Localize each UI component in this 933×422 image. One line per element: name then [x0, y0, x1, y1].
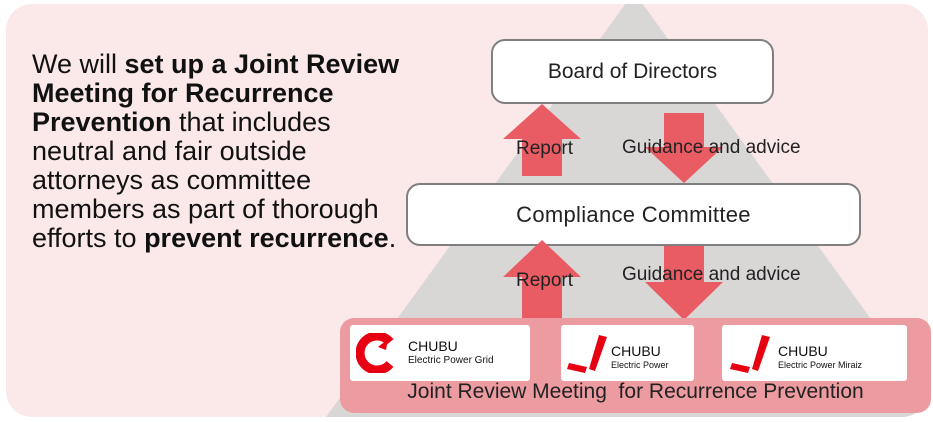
board-of-directors-label: Board of Directors [547, 59, 718, 83]
guidance-label: Guidance and advice [622, 264, 801, 285]
company-brand: CHUBU [611, 343, 661, 359]
chubu-electric-power-grid-logo: CHUBU Electric Power Grid [350, 325, 530, 381]
company-brand: CHUBU [408, 338, 458, 354]
guidance-down-arrow [645, 246, 723, 320]
chubu-electric-power-logo: CHUBU Electric Power [561, 325, 694, 381]
board-of-directors-box: Board of Directors [491, 39, 774, 104]
power-grid-mark-icon [356, 333, 394, 373]
company-name: Electric Power Miraiz [778, 360, 863, 370]
company-name: Electric Power Grid [408, 355, 494, 366]
company-brand: CHUBU [778, 343, 828, 359]
chubu-slash-mark-icon [567, 335, 607, 373]
recurrence-prevention-statement: We will set up a Joint Review Meeting fo… [32, 50, 402, 253]
company-name: Electric Power [611, 360, 669, 370]
compliance-committee-box: Compliance Committee [406, 183, 861, 246]
report-up-arrow [503, 104, 581, 176]
guidance-down-arrow [645, 113, 723, 183]
report-label: Report [516, 138, 574, 159]
report-up-arrow [503, 240, 581, 318]
joint-review-meeting-label: Joint Review Meeting for Recurrence Prev… [340, 380, 931, 404]
chubu-slash-mark-icon [730, 335, 770, 373]
report-label: Report [516, 270, 574, 291]
guidance-label: Guidance and advice [622, 137, 801, 158]
statement-highlight-meeting: set up a Joint Review Meeting for Recurr… [32, 49, 400, 137]
statement-text: that includes neutral and fair outside a… [32, 107, 379, 253]
compliance-committee-label: Compliance Committee [516, 201, 751, 227]
joint-review-meeting-text: Joint Review Meeting for Recurrence Prev… [407, 380, 864, 403]
statement-text: We will [32, 49, 125, 79]
chubu-electric-power-miraiz-logo: CHUBU Electric Power Miraiz [722, 325, 907, 381]
statement-highlight-recurrence: prevent recurrence [144, 223, 389, 253]
statement-text: . [388, 223, 397, 253]
